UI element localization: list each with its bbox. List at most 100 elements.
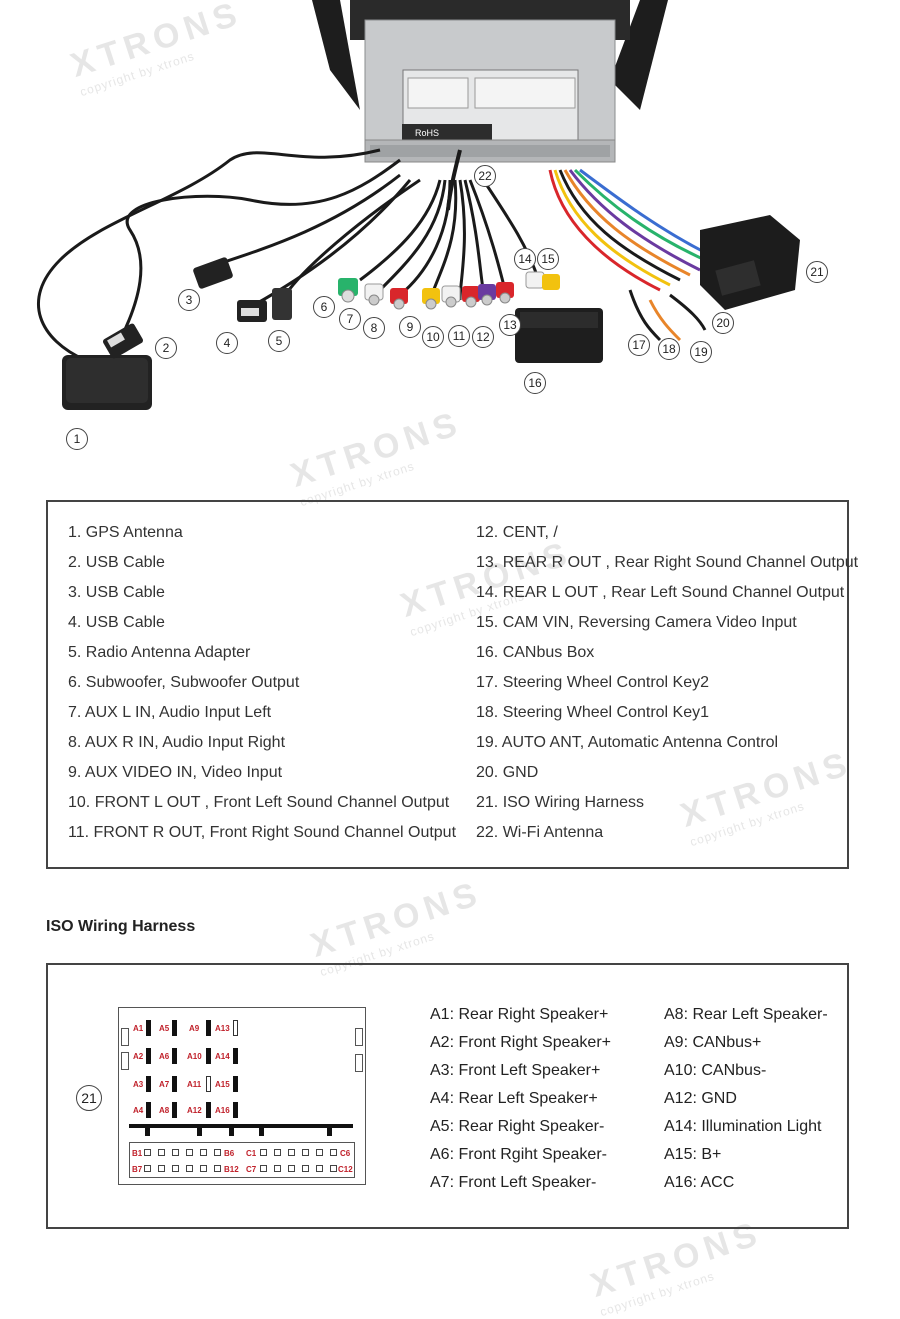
legend-item: 20. GND <box>476 764 539 781</box>
pin-a9 <box>206 1020 211 1036</box>
rohs-label: RoHS <box>415 128 439 138</box>
legend-item: 10. FRONT L OUT , Front Left Sound Chann… <box>68 794 450 811</box>
iso-section-title: ISO Wiring Harness <box>46 918 196 935</box>
callout-6: 6 <box>313 296 335 318</box>
callout-4: 4 <box>216 332 238 354</box>
pin-label-a7: A7 <box>159 1080 170 1089</box>
pin-a7 <box>172 1076 177 1092</box>
pin-a3 <box>146 1076 151 1092</box>
main-harness <box>548 168 711 342</box>
iso-pin-item: A5: Rear Right Speaker- <box>430 1118 605 1135</box>
pin-label-c7: C7 <box>246 1165 257 1174</box>
pin-label-a2: A2 <box>133 1052 144 1061</box>
iso-pin-item: A7: Front Left Speaker- <box>430 1174 597 1191</box>
callout-16: 16 <box>524 372 546 394</box>
pin-a4 <box>146 1102 151 1118</box>
head-unit-chassis: RoHS <box>312 0 668 163</box>
legend-item: 14. REAR L OUT , Rear Left Sound Channel… <box>476 584 845 601</box>
iso-connector <box>700 215 800 310</box>
legend-item: 2. USB Cable <box>68 554 165 571</box>
legend-item: 5. Radio Antenna Adapter <box>68 644 251 661</box>
iso-pin-item: A9: CANbus+ <box>664 1034 762 1051</box>
wifi-antenna-lead <box>446 149 462 211</box>
callout-2: 2 <box>155 337 177 359</box>
pin-label-a1: A1 <box>133 1024 144 1033</box>
legend-item: 21. ISO Wiring Harness <box>476 794 645 811</box>
legend-item: 4. USB Cable <box>68 614 165 631</box>
pin-a8 <box>172 1102 177 1118</box>
iso-pin-item: A16: ACC <box>664 1174 735 1191</box>
pin-label-c1: C1 <box>246 1149 257 1158</box>
pin-a1 <box>146 1020 151 1036</box>
pin-label-a12: A12 <box>187 1106 202 1115</box>
pin-label-b1: B1 <box>132 1149 143 1158</box>
callout-1: 1 <box>66 428 88 450</box>
legend-item: 16. CANbus Box <box>476 644 595 661</box>
canbus-box <box>515 308 603 363</box>
iso-connector-diagram: A1 A2 A3 A4 A5 A6 A7 A8 A9 A10 A11 A12 A… <box>118 1007 366 1185</box>
pin-label-a6: A6 <box>159 1052 170 1061</box>
legend-item: 11. FRONT R OUT, Front Right Sound Chann… <box>68 824 457 841</box>
gps-antenna <box>36 148 381 410</box>
iso-pin-list-right: A8: Rear Left Speaker- A9: CANbus+ A10: … <box>664 1003 828 1199</box>
usb-cables <box>118 158 421 341</box>
iso-pin-item: A15: B+ <box>664 1146 722 1163</box>
pin-a14 <box>233 1048 238 1064</box>
pin-a15 <box>233 1076 238 1092</box>
callout-3: 3 <box>178 289 200 311</box>
pin-a16 <box>233 1102 238 1118</box>
pin-label-a16: A16 <box>215 1106 230 1115</box>
pin-label-b6: B6 <box>224 1149 235 1158</box>
iso-pin-item: A6: Front Rgiht Speaker- <box>430 1146 607 1163</box>
legend-left-column: 1. GPS Antenna 2. USB Cable 3. USB Cable… <box>68 520 456 850</box>
iso-harness-box: 21 A1 A2 A3 A4 A5 A6 A7 A8 A9 A10 A11 A1… <box>46 963 849 1229</box>
pin-a11 <box>206 1076 211 1092</box>
head-unit-wiring-photo: RoHS <box>36 0 800 410</box>
legend-item: 9. AUX VIDEO IN, Video Input <box>68 764 283 781</box>
callout-17: 17 <box>628 334 650 356</box>
callout-10: 10 <box>422 326 444 348</box>
legend-item: 13. REAR R OUT , Rear Right Sound Channe… <box>476 554 859 571</box>
legend-item: 12. CENT, / <box>476 524 558 541</box>
legend-right-column: 12. CENT, / 13. REAR R OUT , Rear Right … <box>476 520 858 850</box>
legend-item: 3. USB Cable <box>68 584 165 601</box>
pin-a6 <box>172 1048 177 1064</box>
iso-pin-item: A12: GND <box>664 1090 737 1107</box>
pin-label-a10: A10 <box>187 1052 202 1061</box>
rca-connectors <box>338 271 560 310</box>
legend-item: 19. AUTO ANT, Automatic Antenna Control <box>476 734 779 751</box>
legend-item: 6. Subwoofer, Subwoofer Output <box>68 674 300 691</box>
legend-item: 7. AUX L IN, Audio Input Left <box>68 704 272 721</box>
callout-12: 12 <box>472 326 494 348</box>
callout-7: 7 <box>339 308 361 330</box>
pin-label-b12: B12 <box>224 1165 239 1174</box>
component-legend: 1. GPS Antenna 2. USB Cable 3. USB Cable… <box>46 500 858 869</box>
iso-pin-item: A3: Front Left Speaker+ <box>430 1062 601 1079</box>
pin-label-a4: A4 <box>133 1106 144 1115</box>
iso-pin-item: A4: Rear Left Speaker+ <box>430 1090 598 1107</box>
pin-label-a9: A9 <box>189 1024 200 1033</box>
pin-a12 <box>206 1102 211 1118</box>
legend-item: 17. Steering Wheel Control Key2 <box>476 674 710 691</box>
pin-label-a13: A13 <box>215 1024 230 1033</box>
pin-label-c12: C12 <box>338 1165 353 1174</box>
callout-11: 11 <box>448 325 470 347</box>
pin-a5 <box>172 1020 177 1036</box>
legend-item: 18. Steering Wheel Control Key1 <box>476 704 710 721</box>
legend-item: 15. CAM VIN, Reversing Camera Video Inpu… <box>476 614 797 631</box>
callout-13: 13 <box>499 314 521 336</box>
pin-label-a14: A14 <box>215 1052 230 1061</box>
callout-8: 8 <box>363 317 385 339</box>
callout-19: 19 <box>690 341 712 363</box>
bc-pin-block: B1 B7 B6 B12 C1 C7 C6 C12 <box>129 1142 355 1178</box>
pin-a10 <box>206 1048 211 1064</box>
iso-pin-list-left: A1: Rear Right Speaker+ A2: Front Right … <box>430 1003 611 1199</box>
iso-pin-item: A10: CANbus- <box>664 1062 767 1079</box>
legend-item: 1. GPS Antenna <box>68 524 183 541</box>
pin-label-a3: A3 <box>133 1080 144 1089</box>
pin-label-a5: A5 <box>159 1024 170 1033</box>
callout-9: 9 <box>399 316 421 338</box>
callout-18: 18 <box>658 338 680 360</box>
iso-pin-item: A2: Front Right Speaker+ <box>430 1034 611 1051</box>
